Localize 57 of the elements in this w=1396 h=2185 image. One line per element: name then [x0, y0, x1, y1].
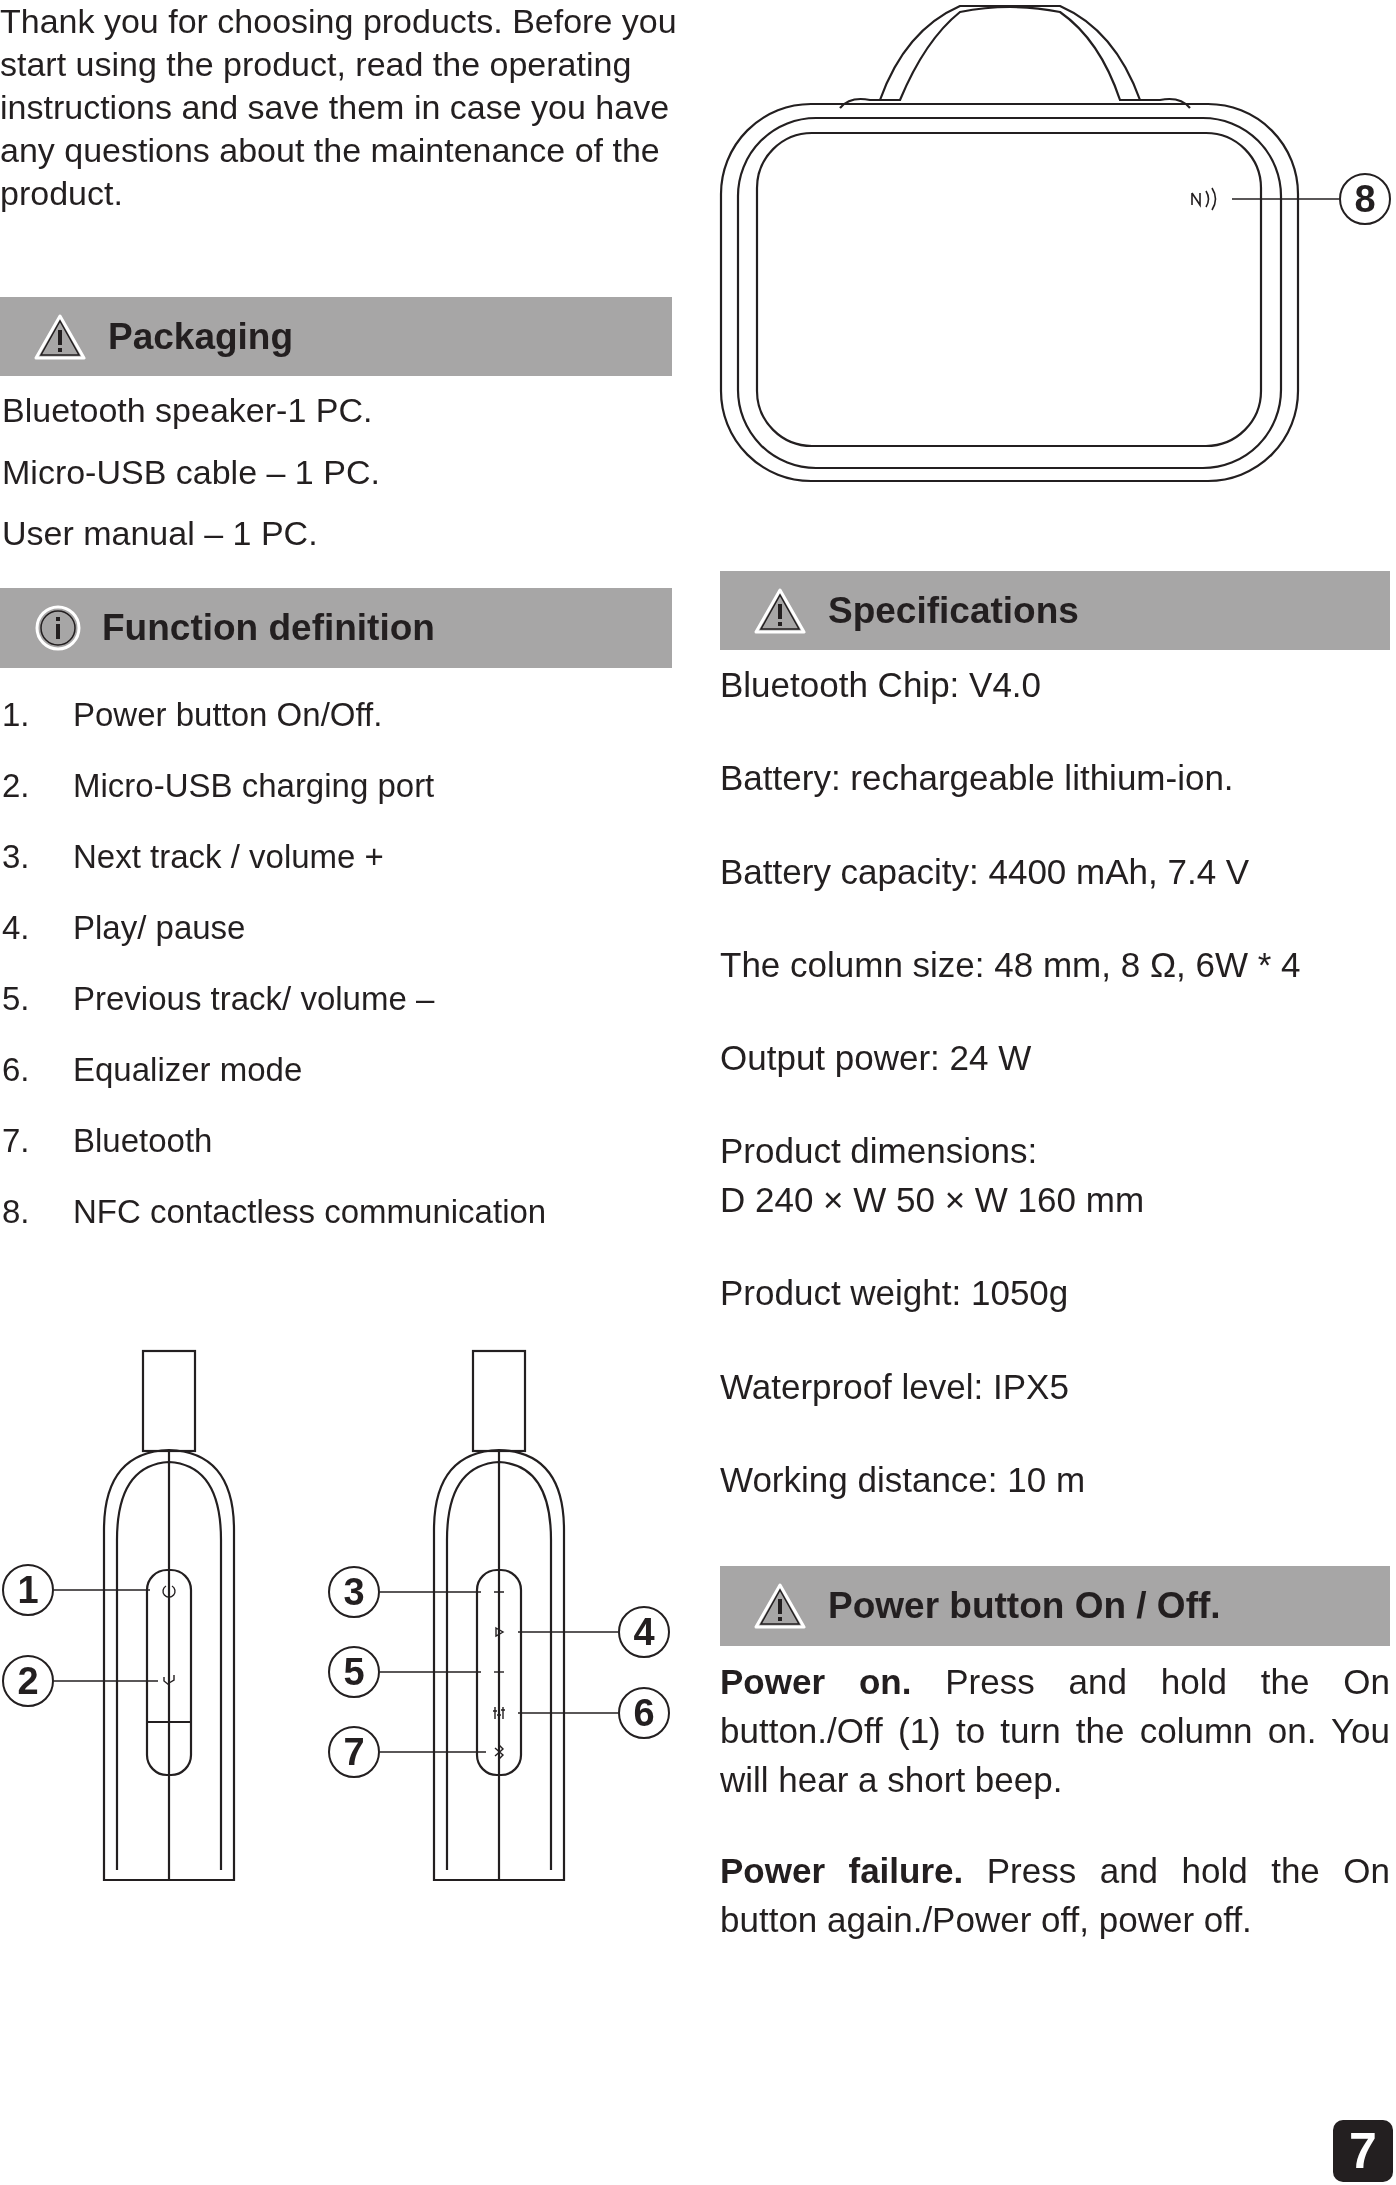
list-number: 2. [2, 766, 30, 806]
spec-line: Battery: rechargeable lithium-ion. [720, 757, 1234, 799]
section-header-band [0, 588, 672, 668]
intro-paragraph: Thank you for choosing products. Before you start using the product, read the operating instructions and save them in case you have any questions about the maintenance of the product. [0, 1, 678, 214]
list-item: Play/ pause [73, 908, 246, 948]
callout-number: 8 [1339, 173, 1391, 225]
leader-line [53, 1589, 151, 1591]
section-header-band [720, 1566, 1390, 1646]
leader-line [379, 1751, 487, 1753]
paragraph: Power failure. Press and hold the On button again./Power off, power off. [720, 1850, 1390, 1941]
callout-number: 1 [2, 1564, 54, 1616]
section-heading: Power button On / Off. [828, 1585, 1221, 1627]
section-heading: Specifications [828, 589, 1079, 632]
list-item: Next track / volume + [73, 837, 384, 877]
section-heading: Packaging [108, 315, 294, 358]
section-header-band [0, 297, 672, 376]
spec-line: Product dimensions: [720, 1130, 1038, 1172]
list-number: 1. [2, 695, 30, 735]
leader-line [379, 1671, 482, 1673]
callout-number: 7 [328, 1726, 380, 1778]
section-heading: Function definition [102, 607, 435, 649]
list-item: Micro-USB cable – 1 PC. [2, 452, 380, 493]
leader-line [517, 1631, 619, 1633]
list-item: Bluetooth [73, 1121, 213, 1161]
spec-line: Waterproof level: IPX5 [720, 1366, 1069, 1408]
callout-number: 5 [328, 1646, 380, 1698]
list-item: Equalizer mode [73, 1050, 303, 1090]
spec-line: The column size: 48 mm, 8 Ω, 6W * 4 [720, 944, 1301, 986]
list-item: Previous track/ volume – [73, 979, 435, 1019]
spec-line: Working distance: 10 m [720, 1459, 1086, 1501]
leader-line [517, 1712, 619, 1714]
list-number: 6. [2, 1050, 30, 1090]
leader-line [379, 1591, 482, 1593]
callout-number: 2 [2, 1655, 54, 1707]
leader-line [1231, 198, 1340, 200]
list-item: Micro-USB charging port [73, 766, 435, 806]
list-item: User manual – 1 PC. [2, 513, 318, 554]
list-number: 4. [2, 908, 30, 948]
list-number: 5. [2, 979, 30, 1019]
section-header-band [720, 571, 1390, 650]
callout-number: 4 [618, 1606, 670, 1658]
list-number: 8. [2, 1192, 30, 1232]
list-number: 3. [2, 837, 30, 877]
spec-line: D 240 × W 50 × W 160 mm [720, 1179, 1145, 1221]
spec-line: Bluetooth Chip: V4.0 [720, 664, 1042, 706]
list-item: NFC contactless communication [73, 1192, 547, 1232]
list-item: Power button On/Off. [73, 695, 383, 735]
spec-line: Output power: 24 W [720, 1037, 1032, 1079]
paragraph: Power on. Press and hold the On button./Off (1) to turn the column on. You will hear a short beep. [720, 1661, 1390, 1801]
list-number: 7. [2, 1121, 30, 1161]
page-number: 7 [1333, 2120, 1393, 2182]
spec-line: Battery capacity: 4400 mAh, 7.4 V [720, 851, 1250, 893]
callout-number: 3 [328, 1566, 380, 1618]
callout-number: 6 [618, 1687, 670, 1739]
leader-line [53, 1680, 159, 1682]
spec-line: Product weight: 1050g [720, 1272, 1069, 1314]
list-item: Bluetooth speaker-1 PC. [2, 390, 373, 431]
